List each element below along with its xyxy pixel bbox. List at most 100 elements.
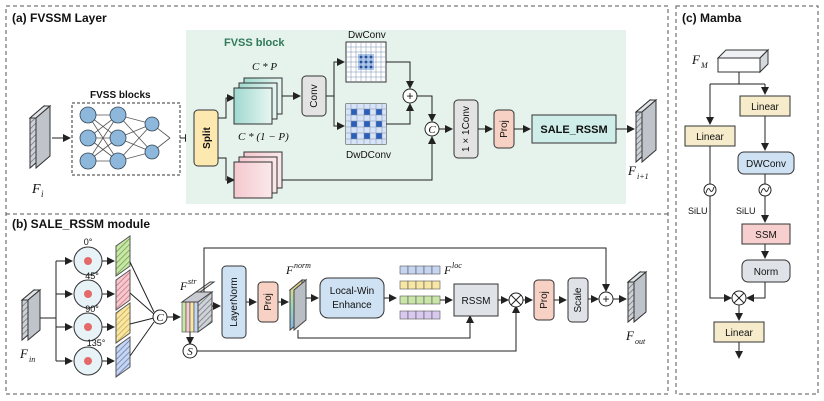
split-label: Split	[202, 127, 213, 149]
stripe-135	[115, 336, 131, 378]
arrow-split-bottom	[218, 157, 235, 184]
fstr-sup: str	[188, 277, 197, 286]
angle-135-label: 135°	[87, 338, 106, 348]
fstr-label: F	[179, 279, 188, 293]
stripe-90	[115, 302, 131, 344]
layernorm-label: LayerNorm	[229, 277, 240, 326]
sale-add-symbol: +	[602, 292, 609, 306]
linear-left-label: Linear	[696, 132, 724, 143]
arrow-silu-mult	[709, 196, 732, 302]
sale-rssm-box	[531, 114, 617, 144]
mamba-dwconv-label: DWConv	[746, 159, 786, 170]
c1p-label: C * (1 − P)	[238, 131, 289, 143]
merge-45	[129, 292, 155, 315]
fnorm-feature	[288, 278, 308, 332]
norm-label: Norm	[754, 267, 778, 278]
angle-0-label: 0°	[84, 237, 93, 247]
local-win-enhance-box	[319, 277, 385, 319]
rssm-label: RSSM	[462, 296, 491, 307]
arrow-norm-mult	[746, 282, 766, 302]
merge-90	[129, 317, 155, 325]
output-feature-fi1	[634, 98, 658, 164]
cp-label: C * P	[252, 61, 277, 73]
enhance-label: Enhance	[332, 300, 372, 311]
input-feature-fin	[20, 288, 42, 342]
stripe-0	[115, 235, 131, 277]
dwdconv-grid	[345, 103, 387, 145]
fvss-blocks-label: FVSS blocks	[90, 90, 151, 101]
fi1-label: F	[627, 163, 637, 178]
split-s-symbol: S	[187, 346, 193, 358]
silu-right-label: SiLU	[736, 206, 756, 216]
arrow-dwdconv-plus	[386, 103, 414, 125]
scan-90-icon	[73, 312, 103, 342]
dwdconv-label: DwDConv	[346, 150, 391, 161]
arrow-fnorm-rssm	[297, 315, 474, 339]
proj-label-a: Proj	[499, 120, 510, 138]
angle-45-label: 45°	[85, 271, 99, 281]
fi1-sub: i+1	[637, 172, 649, 181]
local-win-label: Local-Win	[330, 286, 374, 297]
fvss-block-label: FVSS block	[224, 37, 285, 49]
c1p-feature-stack	[233, 151, 283, 199]
silu-left-label: SiLU	[688, 206, 708, 216]
multiply-icon	[508, 292, 524, 308]
output-feature-fout	[626, 270, 648, 324]
fin-sub: in	[29, 355, 35, 364]
floc-label: F	[443, 263, 452, 277]
conv-label: Conv	[309, 84, 320, 107]
proj-label-b1: Proj	[263, 293, 274, 311]
arrow-stack-concat	[282, 136, 436, 181]
dwconv-label: DwConv	[348, 30, 386, 41]
linear-top-label: Linear	[751, 102, 779, 113]
fin-label: F	[19, 346, 29, 361]
left-panel-frame	[5, 5, 669, 395]
input-feature-fi	[28, 104, 52, 170]
merge-0	[129, 261, 155, 313]
rssm-box	[453, 283, 499, 317]
fm-feature	[716, 48, 770, 74]
proj-label-b2: Proj	[539, 291, 550, 309]
stripe-45	[115, 269, 131, 311]
fnorm-sup: norm	[294, 261, 311, 270]
panel-c-title: (c) Mamba	[682, 11, 742, 25]
panel-a-title: (a) FVSSM Layer	[12, 11, 107, 25]
fout-sub: out	[635, 337, 646, 346]
floc-tokens	[399, 265, 441, 320]
scan-135-icon	[73, 346, 103, 376]
ssm-label: SSM	[755, 230, 777, 241]
sale-rssm-label: SALE_RSSM	[540, 124, 607, 136]
scan-45-icon	[73, 279, 103, 309]
merge-135	[129, 321, 155, 357]
neural-net-icon	[79, 106, 171, 170]
fi-label: F	[31, 182, 41, 197]
ssm-box	[741, 223, 791, 245]
scale-box	[567, 277, 589, 323]
fout-label: F	[625, 328, 635, 343]
arrow-conv-dwdconv	[333, 96, 345, 130]
arrow-dwconv-plus	[386, 61, 414, 89]
fnorm-label: F	[285, 263, 294, 277]
arrow-split-top	[218, 94, 235, 119]
fm-label: F	[691, 52, 701, 67]
arrow-conv-dwconv	[326, 58, 345, 97]
norm-box	[741, 259, 791, 283]
fi-sub: i	[41, 189, 44, 199]
mamba-dwconv-box	[737, 151, 795, 175]
silu-left-icon	[703, 183, 717, 197]
arrow-plus-concat	[417, 95, 436, 122]
scale-label: Scale	[573, 287, 584, 312]
mamba-panel-frame	[675, 5, 819, 395]
arrow-s-multiply	[197, 305, 520, 352]
silu-right-icon	[758, 183, 772, 197]
split-box	[193, 109, 219, 167]
scan-0-icon	[73, 246, 103, 276]
fstr-stack	[180, 281, 216, 333]
linear-bottom-label: Linear	[725, 328, 753, 339]
sale-concat-symbol: C	[156, 312, 164, 324]
concat-symbol: C	[428, 124, 436, 136]
floc-sup: loc	[452, 261, 462, 270]
arrow-residual	[203, 247, 610, 292]
